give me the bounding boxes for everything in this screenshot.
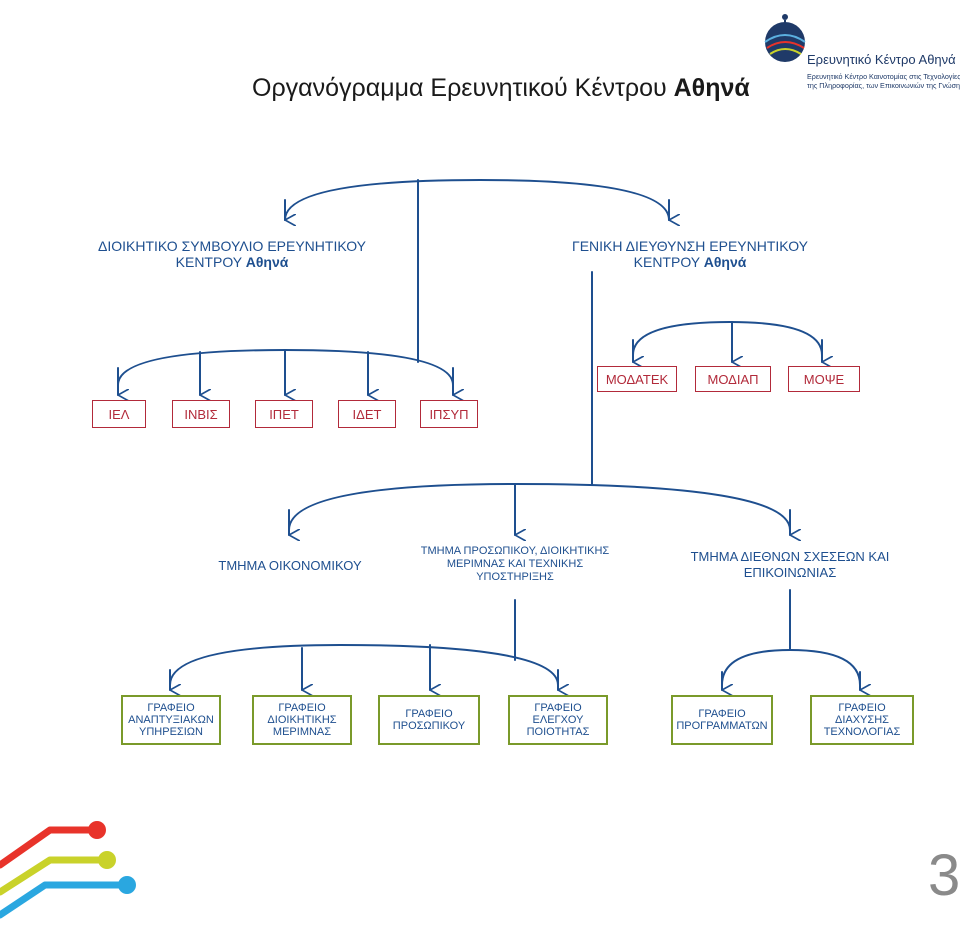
general-directorate-heading: ΓΕΝΙΚΗ ΔΙΕΥΘΥΝΣΗ ΕΡΕΥΝΗΤΙΚΟΥ ΚΕΝΤΡΟΥ Αθη… (572, 238, 808, 270)
deco-yellow-line (0, 856, 109, 896)
institute-box-ipsyp: ΙΠΣΥΠ (420, 400, 478, 428)
unit-box-modatek: ΜΟΔΑΤΕΚ (597, 366, 677, 392)
logo-subtitle-line2: της Πληροφορίας, των Επικοινωνιών της Γν… (807, 81, 960, 90)
decorative-circuit-lines (0, 821, 136, 919)
deco-red-dot (88, 821, 106, 839)
logo-subtitle: Ερευνητικό Κέντρο Καινοτομίας στις Τεχνο… (807, 72, 960, 90)
deco-red-line (0, 826, 99, 869)
logo-subtitle-line1: Ερευνητικό Κέντρο Καινοτομίας στις Τεχνο… (807, 72, 960, 81)
department-personnel: ΤΜΗΜΑ ΠΡΟΣΩΠΙΚΟΥ, ΔΙΟΙΚΗΤΙΚΗΣ ΜΕΡΙΜΝΑΣ Κ… (420, 545, 610, 583)
deco-blue-dot (118, 876, 136, 894)
athena-globe-icon (764, 14, 806, 62)
department-finance: ΤΜΗΜΑ ΟΙΚΟΝΟΜΙΚΟΥ (218, 558, 362, 573)
institute-box-invis: ΙΝΒΙΣ (172, 400, 230, 428)
department-international: ΤΜΗΜΑ ΔΙΕΘΝΩΝ ΣΧΕΣΕΩΝ ΚΑΙ ΕΠΙΚΟΙΝΩΝΙΑΣ (690, 549, 890, 580)
board-heading: ΔΙΟΙΚΗΤΙΚΟ ΣΥΜΒΟΥΛΙΟ ΕΡΕΥΝΗΤΙΚΟΥ ΚΕΝΤΡΟΥ… (97, 238, 367, 270)
unit-box-mopse: ΜΟΨΕ (788, 366, 860, 392)
unit-box-modiap: ΜΟΔΙΑΠ (695, 366, 771, 392)
deco-yellow-dot (98, 851, 116, 869)
logo-name: Ερευνητικό Κέντρο Αθηνά (807, 52, 956, 67)
page-title: Οργανόγραμμα Ερευνητικού Κέντρου Αθηνά (252, 74, 750, 102)
institute-box-ipet: ΙΠΕΤ (255, 400, 313, 428)
institute-box-iel: ΙΕΛ (92, 400, 146, 428)
athena-logo: Ερευνητικό Κέντρο Αθηνά Ερευνητικό Κέντρ… (752, 6, 960, 96)
institute-box-idet: ΙΔΕΤ (338, 400, 396, 428)
deco-blue-line (0, 881, 129, 919)
page-number: 3 (928, 843, 960, 908)
